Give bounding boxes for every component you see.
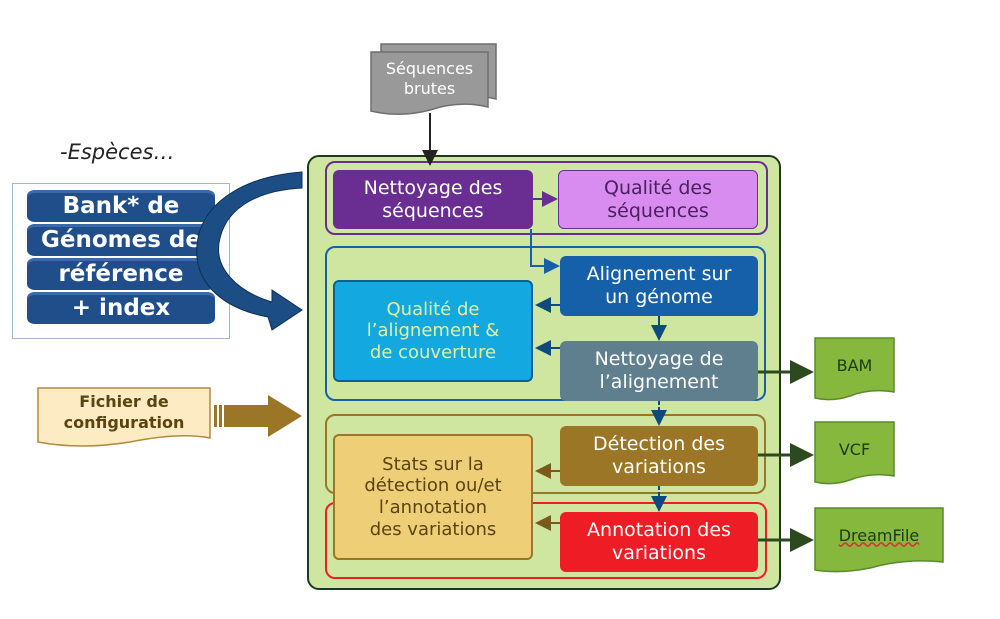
raw-sequences-label: Séquences brutes	[385, 59, 474, 98]
alignment-quality-node: Qualité de l’alignement & de couverture	[333, 280, 533, 382]
raw-sequences-doc	[370, 43, 497, 115]
species-label: -Espèces…	[60, 140, 175, 164]
bank-line: + index	[27, 292, 215, 324]
bam-label: BAM	[836, 355, 873, 375]
config-file-doc	[37, 387, 211, 447]
alignment-node: Alignement sur un génome	[560, 256, 758, 316]
cleaning-to-alignment-arrow	[530, 229, 560, 274]
dreamfile-doc	[814, 507, 944, 573]
alignment-group	[325, 246, 766, 401]
bank-line: référence	[27, 258, 215, 290]
bam-doc	[814, 337, 895, 401]
alignment-cleaning-node: Nettoyage de l’alignement	[560, 341, 758, 401]
bank-curved-arrow	[196, 171, 303, 331]
bank-line: Génomes de	[27, 224, 215, 256]
variant-annotation-node: Annotation des variations	[560, 512, 758, 572]
bank-line: Bank* de	[27, 190, 215, 222]
variant-stats-node: Stats sur la détection ou/et l’annotatio…	[333, 434, 533, 560]
variant-detection-node: Détection des variations	[560, 426, 758, 486]
vcf-label: VCF	[838, 439, 871, 459]
cleaning-group	[325, 161, 768, 235]
vcf-doc	[814, 421, 895, 485]
config-file-label: Fichier de configuration	[63, 392, 185, 432]
dreamfile-label: DreamFile	[838, 525, 920, 545]
reference-genome-bank: Bank* de Génomes de référence + index	[12, 183, 230, 339]
cleaning-sequences-node: Nettoyage des séquences	[333, 170, 533, 229]
quality-sequences-node: Qualité des séquences	[558, 170, 758, 229]
config-arrow	[214, 395, 302, 437]
